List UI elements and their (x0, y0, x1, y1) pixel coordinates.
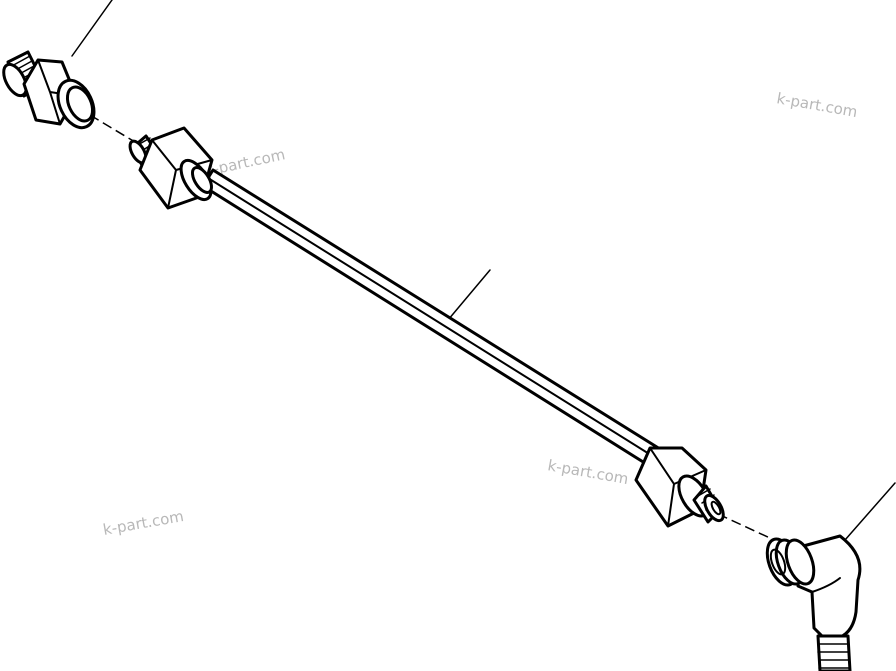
leader-line-elbow (844, 482, 896, 541)
leader-line-connector (71, 0, 113, 57)
axis-line-left (89, 114, 141, 146)
watermark-bottom-left: k-part.com (102, 507, 186, 539)
elbow-fitting-icon (765, 534, 862, 671)
tube-end-right-icon (634, 446, 725, 528)
straight-connector-icon (2, 50, 96, 130)
tube-pipe (201, 168, 662, 467)
watermark-top-right: k-part.com (775, 89, 859, 121)
watermark-center-right: k-part.com (546, 456, 630, 488)
leader-line-tube (447, 269, 491, 321)
tube-end-left-icon (128, 126, 214, 210)
